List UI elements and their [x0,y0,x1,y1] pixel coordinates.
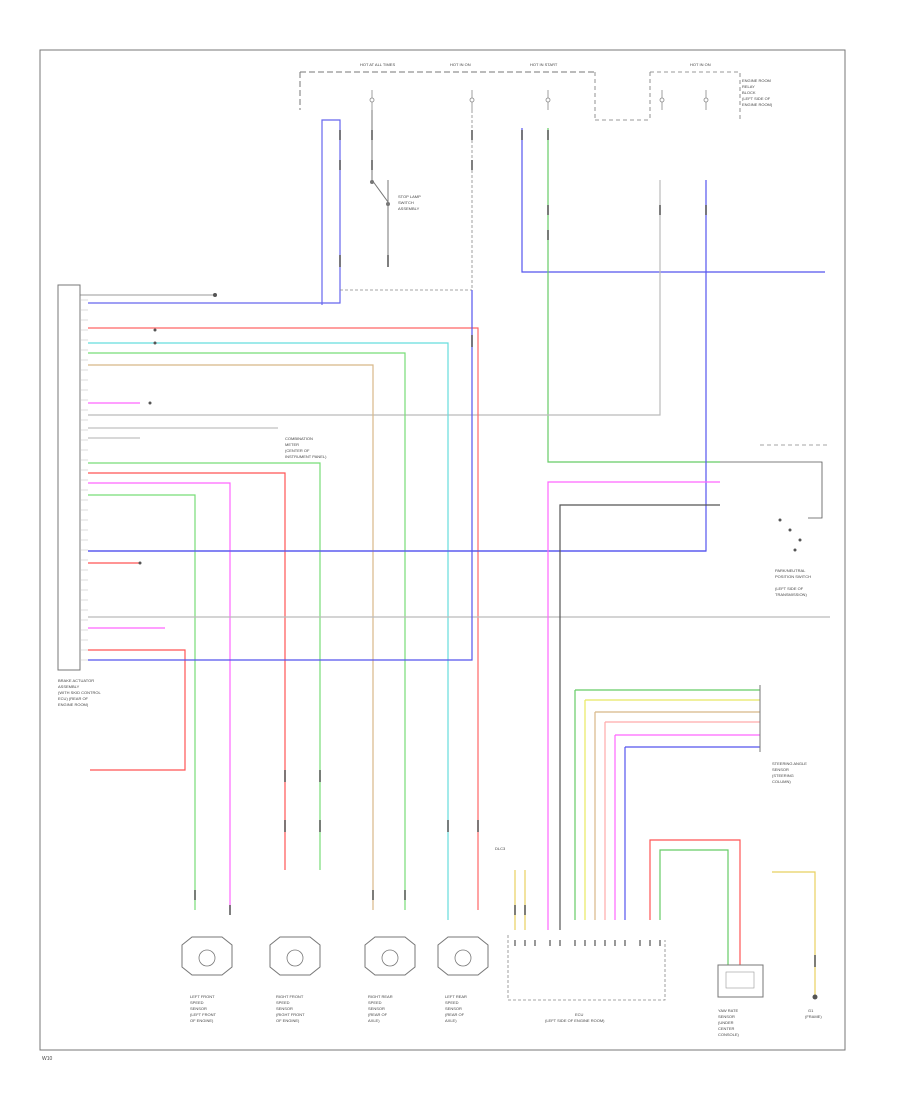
svg-text:TRANSMISSION): TRANSMISSION) [775,592,807,597]
steering-angle-sensor: STEERING ANGLE SENSOR (STEERING COLUMN) [759,685,807,784]
wire-green-fr [88,462,321,870]
wire-yellow-ground [772,871,816,995]
connectors [194,130,816,967]
ecu-label: ECU [575,1012,584,1017]
svg-text:RIGHT FRONT: RIGHT FRONT [276,994,304,999]
svg-text:(FRAME): (FRAME) [805,1014,822,1019]
fuse-area: HOT AT ALL TIMES HOT IN ON HOT IN START … [299,62,773,121]
combination-meter-label: COMBINATION METER (CENTER OF INSTRUMENT … [285,436,327,459]
svg-text:SPEED: SPEED [368,1000,382,1005]
svg-text:(CENTER OF: (CENTER OF [285,448,310,453]
wire-blue-top [88,119,341,305]
stop-switch-label-3: ASSEMBLY [398,206,420,211]
fuse-label-2: HOT IN ON [450,62,471,67]
svg-text:LEFT FRONT: LEFT FRONT [190,994,215,999]
yaw-rate-sensor: YAW RATE SENSOR (UNDER CENTER CONSOLE) [717,964,764,1037]
park-neutral-switch: PARK/NEUTRAL POSITION SWITCH (LEFT SIDE … [760,444,830,597]
svg-text:COMBINATION: COMBINATION [285,436,313,441]
svg-text:SENSOR: SENSOR [276,1006,293,1011]
diagram-border [39,49,846,1051]
svg-text:SPEED: SPEED [190,1000,204,1005]
wire-pink-fl [88,482,231,910]
svg-text:(LEFT FRONT: (LEFT FRONT [190,1012,216,1017]
stop-lamp-switch: STOP LAMP SWITCH ASSEMBLY [370,110,421,260]
svg-text:OF ENGINE): OF ENGINE) [190,1018,214,1023]
left-front-speed-sensor: LEFT FRONT SPEED SENSOR (LEFT FRONT OF E… [181,936,233,1023]
right-front-speed-sensor: RIGHT FRONT SPEED SENSOR (RIGHT FRONT OF… [269,936,321,1023]
svg-text:SENSOR: SENSOR [368,1006,385,1011]
svg-text:(STEERING: (STEERING [772,773,794,778]
svg-text:METER: METER [285,442,299,447]
svg-text:SENSOR: SENSOR [772,767,789,772]
wire-red-tail [88,649,186,771]
fuse-label-3: HOT IN START [530,62,558,67]
relay-block-label-4: (LEFT SIDE OF [742,96,771,101]
right-rear-speed-sensor: RIGHT REAR SPEED SENSOR (REAR OF AXLE) [364,936,416,1023]
svg-text:SENSOR: SENSOR [445,1006,462,1011]
fuse-label-4: HOT IN ON [690,62,711,67]
svg-text:PARK/NEUTRAL: PARK/NEUTRAL [775,568,806,573]
svg-text:(REAR OF: (REAR OF [368,1012,388,1017]
ecm-label-3: (WITH SKID CONTROL [58,690,101,695]
svg-text:G1: G1 [808,1008,814,1013]
ecm-label-2: ASSEMBLY [58,684,80,689]
wire-red-fr [88,472,286,870]
svg-text:COLUMN): COLUMN) [772,779,791,784]
svg-text:SPEED: SPEED [276,1000,290,1005]
wire-tan [88,364,374,910]
ecm-label-1: BRAKE ACTUATOR [58,678,94,683]
wire-red-yaw [649,839,741,965]
wire-pink-ecu [547,481,720,930]
ecm-label-4: ECU) (REAR OF [58,696,89,701]
footer-code: W10 [42,1056,53,1062]
ecu-label-2: (LEFT SIDE OF ENGINE ROOM) [545,1018,605,1023]
stop-switch-label: STOP LAMP [398,194,421,199]
svg-text:LEFT REAR: LEFT REAR [445,994,467,999]
wire-green-right [547,128,720,463]
svg-text:STEERING ANGLE: STEERING ANGLE [772,761,807,766]
splice-points [138,293,217,565]
svg-text:CENTER: CENTER [718,1026,735,1031]
svg-text:(RIGHT FRONT: (RIGHT FRONT [276,1012,305,1017]
svg-text:AXLE): AXLE) [445,1018,457,1023]
svg-text:OF ENGINE): OF ENGINE) [276,1018,300,1023]
svg-text:(UNDER: (UNDER [718,1020,734,1025]
wire-green-yaw [659,849,729,965]
wire-blue-right [521,128,825,273]
relay-block-label-5: ENGINE ROOM) [742,102,773,107]
wires [80,110,830,995]
fuse-label-1: HOT AT ALL TIMES [360,62,395,67]
stop-switch-label-2: SWITCH [398,200,414,205]
relay-block-label: ENGINE ROOM [742,78,771,83]
wire-green-2 [88,352,406,910]
svg-text:SENSOR: SENSOR [190,1006,207,1011]
wire-red-top [88,327,479,910]
wire-green-fl [88,494,196,910]
svg-text:SENSOR: SENSOR [718,1014,735,1019]
ground-g1: G1 (FRAME) [805,994,822,1019]
relay-block-label-2: RELAY [742,84,755,89]
left-rear-speed-sensor: LEFT REAR SPEED SENSOR (REAR OF AXLE) [437,936,489,1023]
brake-actuator-assembly: BRAKE ACTUATOR ASSEMBLY (WITH SKID CONTR… [57,284,101,707]
svg-text:AXLE): AXLE) [368,1018,380,1023]
svg-text:YAW RATE: YAW RATE [718,1008,738,1013]
svg-text:INSTRUMENT PANEL): INSTRUMENT PANEL) [285,454,327,459]
svg-text:POSITION SWITCH: POSITION SWITCH [775,574,811,579]
svg-text:CONSOLE): CONSOLE) [718,1032,740,1037]
ecm-label-5: ENGINE ROOM) [58,702,89,707]
dlc3-label: DLC3 [495,846,506,851]
wire-cyan [88,342,449,920]
wire-blue-bottom [88,290,473,661]
svg-text:SPEED: SPEED [445,1000,459,1005]
svg-text:RIGHT REAR: RIGHT REAR [368,994,393,999]
svg-text:(LEFT SIDE OF: (LEFT SIDE OF [775,586,804,591]
svg-text:(REAR OF: (REAR OF [445,1012,465,1017]
relay-block-label-3: BLOCK [742,90,756,95]
ecu-connector: ECU (LEFT SIDE OF ENGINE ROOM) DLC3 [495,846,666,1023]
